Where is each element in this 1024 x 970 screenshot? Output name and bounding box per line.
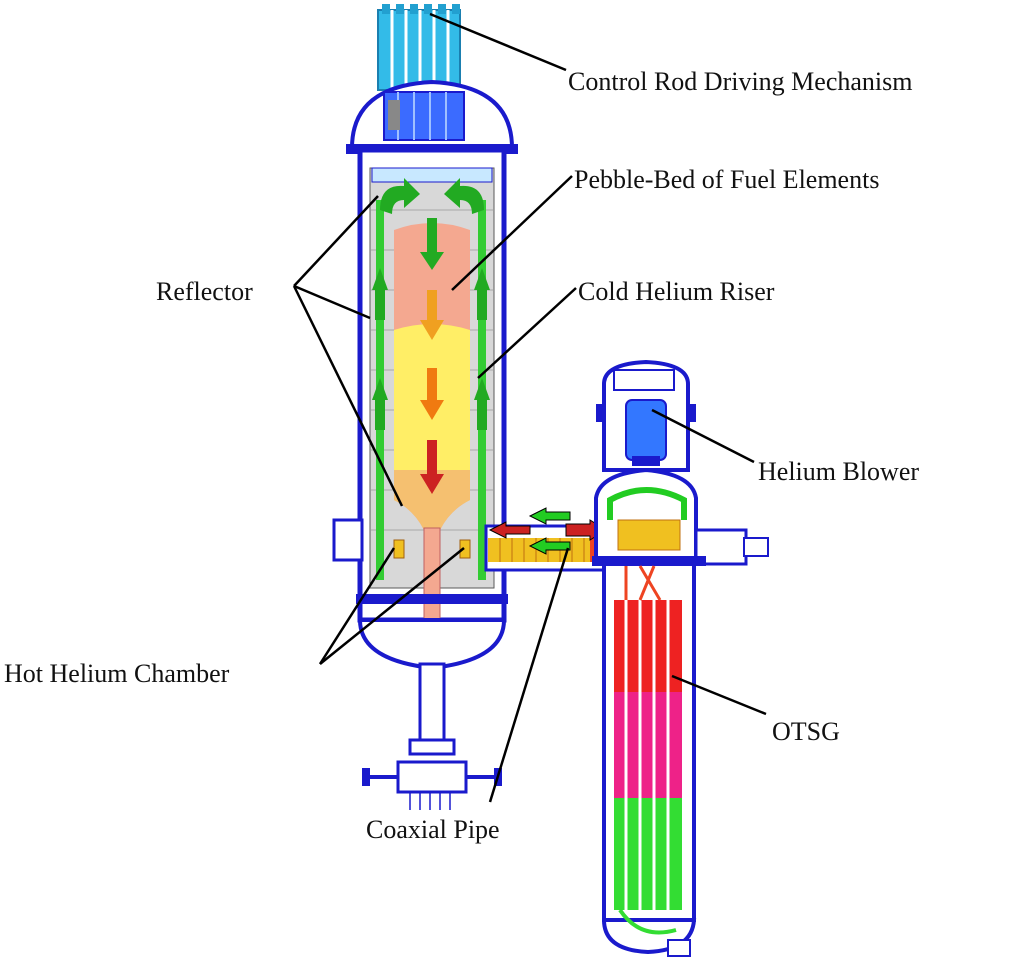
label-coaxial-pipe: Coaxial Pipe [366,815,500,844]
label-cold-helium-riser: Cold Helium Riser [578,277,775,306]
label-hot-helium-chamber: Hot Helium Chamber [4,659,230,688]
leader-lines [292,12,767,803]
helium-blower-icon [625,399,667,461]
label-helium-blower: Helium Blower [758,457,919,486]
label-otsg: OTSG [772,717,840,746]
core-flow-arrows [420,290,444,494]
cold-helium-flow-arrows [372,178,490,580]
control-rod-drives [377,4,461,91]
label-control-rod-driving-mechanism: Control Rod Driving Mechanism [568,67,912,96]
label-pebble-bed: Pebble-Bed of Fuel Elements [574,165,879,194]
label-reflector: Reflector [156,277,253,306]
steam-generator [592,359,769,957]
